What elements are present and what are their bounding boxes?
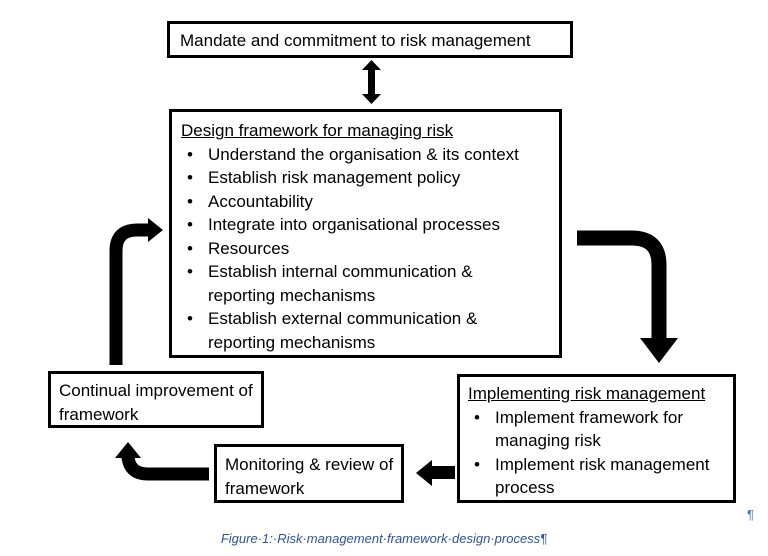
monitoring-label: Monitoring & review of framework: [225, 455, 394, 498]
design-framework-box: Design framework for managing risk Under…: [169, 109, 562, 358]
implementing-heading: Implementing risk management: [468, 384, 706, 403]
list-item: Establish external communication & repor…: [181, 307, 518, 354]
double-arrow-icon: [362, 60, 381, 104]
list-item: Understand the organisation & its contex…: [181, 143, 559, 167]
continual-improvement-box: Continual improvement of framework: [48, 371, 264, 428]
list-item: Resources: [181, 237, 559, 261]
design-heading: Design framework for managing risk: [181, 121, 454, 140]
list-item: Establish internal communication & repor…: [181, 260, 508, 307]
curved-arrow-down-icon: [577, 230, 678, 363]
monitoring-box: Monitoring & review of framework: [214, 444, 404, 503]
list-item: Implement framework for managing risk: [468, 406, 695, 453]
arrow-left-icon: [416, 460, 455, 486]
list-item: Integrate into organisational processes: [181, 213, 559, 237]
list-item: Accountability: [181, 190, 559, 214]
mandate-box: Mandate and commitment to risk managemen…: [167, 21, 573, 58]
curved-arrow-up-icon: [115, 442, 209, 481]
continual-label: Continual improvement of framework: [59, 381, 253, 424]
implementing-box: Implementing risk management Implement f…: [457, 374, 736, 503]
curved-arrow-right-icon: [109, 218, 163, 365]
list-item: Implement risk management process: [468, 453, 735, 500]
mandate-label: Mandate and commitment to risk managemen…: [180, 31, 531, 50]
list-item: Establish risk management policy: [181, 166, 559, 190]
implementing-list: Implement framework for managing risk Im…: [468, 406, 733, 500]
pilcrow-mark: ¶: [747, 507, 754, 522]
design-list: Understand the organisation & its contex…: [181, 143, 559, 355]
figure-caption: Figure·1:·Risk·management·framework·desi…: [220, 531, 548, 546]
